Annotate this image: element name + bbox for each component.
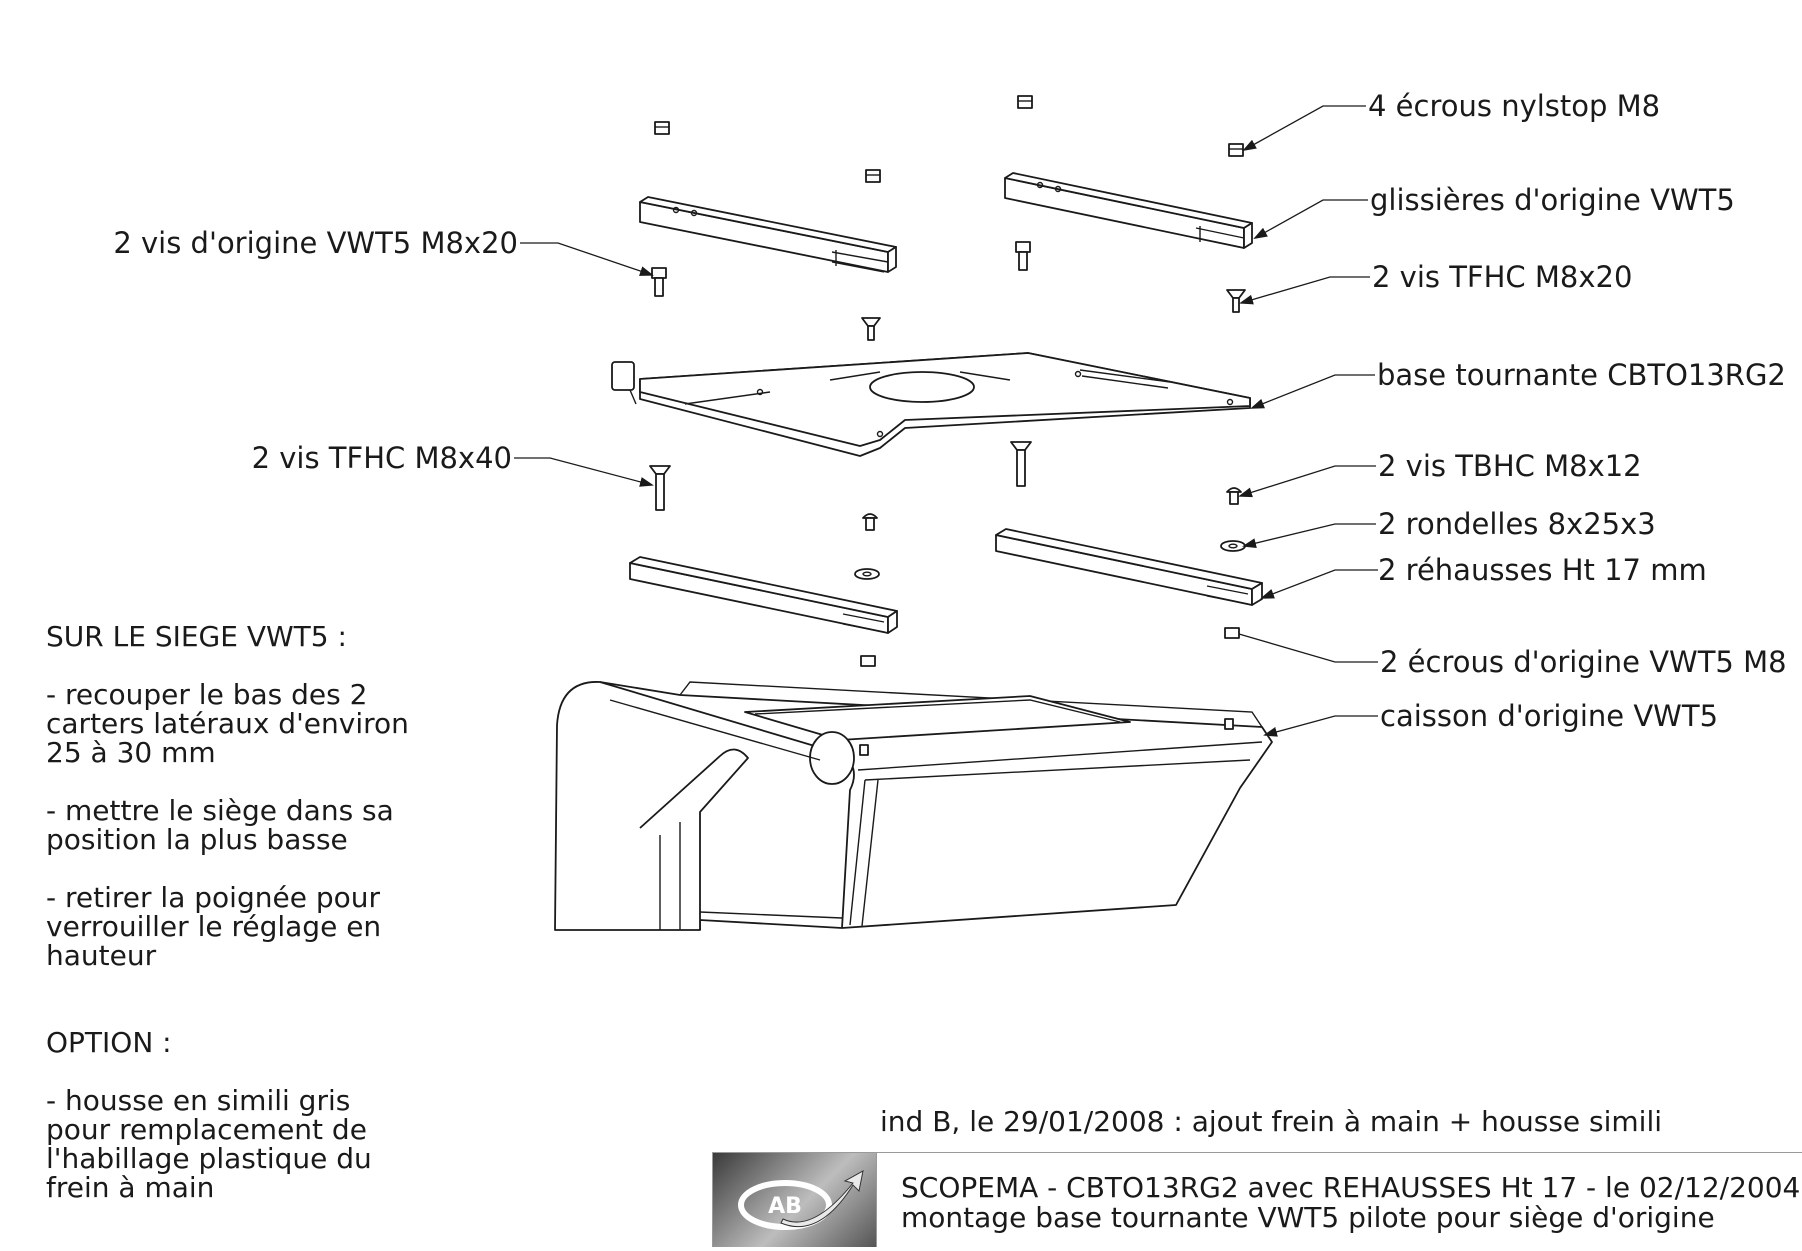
label-nylstop-nuts: 4 écrous nylstop M8: [1368, 89, 1660, 123]
slide-rail-left: [639, 196, 897, 273]
title-block: AB SCOPEMA - CBTO13RG2 avec REHAUSSES Ht…: [712, 1152, 1802, 1247]
label-tfhc-m8x20: 2 vis TFHC M8x20: [1372, 260, 1632, 294]
tfhc-screw-m8x20-right: [1226, 289, 1246, 313]
nylstop-nut-2: [1017, 95, 1033, 109]
label-seat-box: caisson d'origine VWT5: [1380, 699, 1718, 733]
origin-screw-left: [651, 267, 667, 297]
nylstop-nut-1: [654, 121, 670, 135]
tfhc-screw-m8x40-left: [649, 465, 671, 511]
origin-nut-left: [860, 655, 876, 667]
tfhc-screw-m8x40-mid: [1010, 441, 1032, 487]
note-remove-handle: - retirer la poignée pour verrouiller le…: [46, 881, 382, 972]
assembly-notes: SUR LE SIEGE VWT5 : - recouper le bas de…: [46, 622, 466, 1202]
label-origin-nuts: 2 écrous d'origine VWT5 M8: [1380, 645, 1787, 679]
swivel-base-plate: [611, 352, 1251, 457]
nylstop-nut-3: [865, 169, 881, 183]
nylstop-nut-4: [1228, 143, 1244, 157]
label-tbhc-screws: 2 vis TBHC M8x12: [1378, 449, 1642, 483]
label-origin-screws: 2 vis d'origine VWT5 M8x20: [113, 226, 518, 260]
option-cover: - housse en simili gris pour remplacemen…: [46, 1084, 372, 1204]
washer-right: [1220, 540, 1246, 552]
notes-heading: SUR LE SIEGE VWT5 :: [46, 620, 347, 653]
origin-nut-right: [1224, 627, 1240, 639]
tbhc-screw-right: [1226, 487, 1242, 505]
tbhc-screw-left: [862, 513, 878, 531]
title-block-text: SCOPEMA - CBTO13RG2 avec REHAUSSES Ht 17…: [901, 1173, 1800, 1233]
option-heading: OPTION :: [46, 1026, 172, 1059]
title-line-1: SCOPEMA - CBTO13RG2 avec REHAUSSES Ht 17…: [901, 1171, 1801, 1204]
label-washers: 2 rondelles 8x25x3: [1378, 507, 1656, 541]
raiser-left: [629, 556, 898, 634]
label-raisers: 2 réhausses Ht 17 mm: [1378, 553, 1707, 587]
leader-lines: [514, 105, 1378, 737]
label-slide-rails: glissières d'origine VWT5: [1370, 183, 1735, 217]
tfhc-screw-m8x20-left: [861, 317, 881, 341]
origin-screw-mid: [1015, 241, 1031, 271]
title-line-2: montage base tournante VWT5 pilote pour …: [901, 1201, 1715, 1234]
label-tfhc-m8x40: 2 vis TFHC M8x40: [252, 441, 512, 475]
logo-letters: AB: [768, 1194, 802, 1219]
slide-rail-right: [1004, 172, 1253, 249]
company-logo: AB: [713, 1153, 877, 1247]
note-cut-covers: - recouper le bas des 2 carters latéraux…: [46, 678, 409, 769]
note-lowest-position: - mettre le siège dans sa position la pl…: [46, 794, 394, 856]
revision-note: ind B, le 29/01/2008 : ajout frein à mai…: [880, 1105, 1663, 1138]
washer-left: [854, 568, 880, 580]
seat-box-caisson: [554, 681, 1273, 931]
raiser-right: [995, 528, 1263, 606]
label-swivel-base: base tournante CBTO13RG2: [1377, 358, 1786, 392]
